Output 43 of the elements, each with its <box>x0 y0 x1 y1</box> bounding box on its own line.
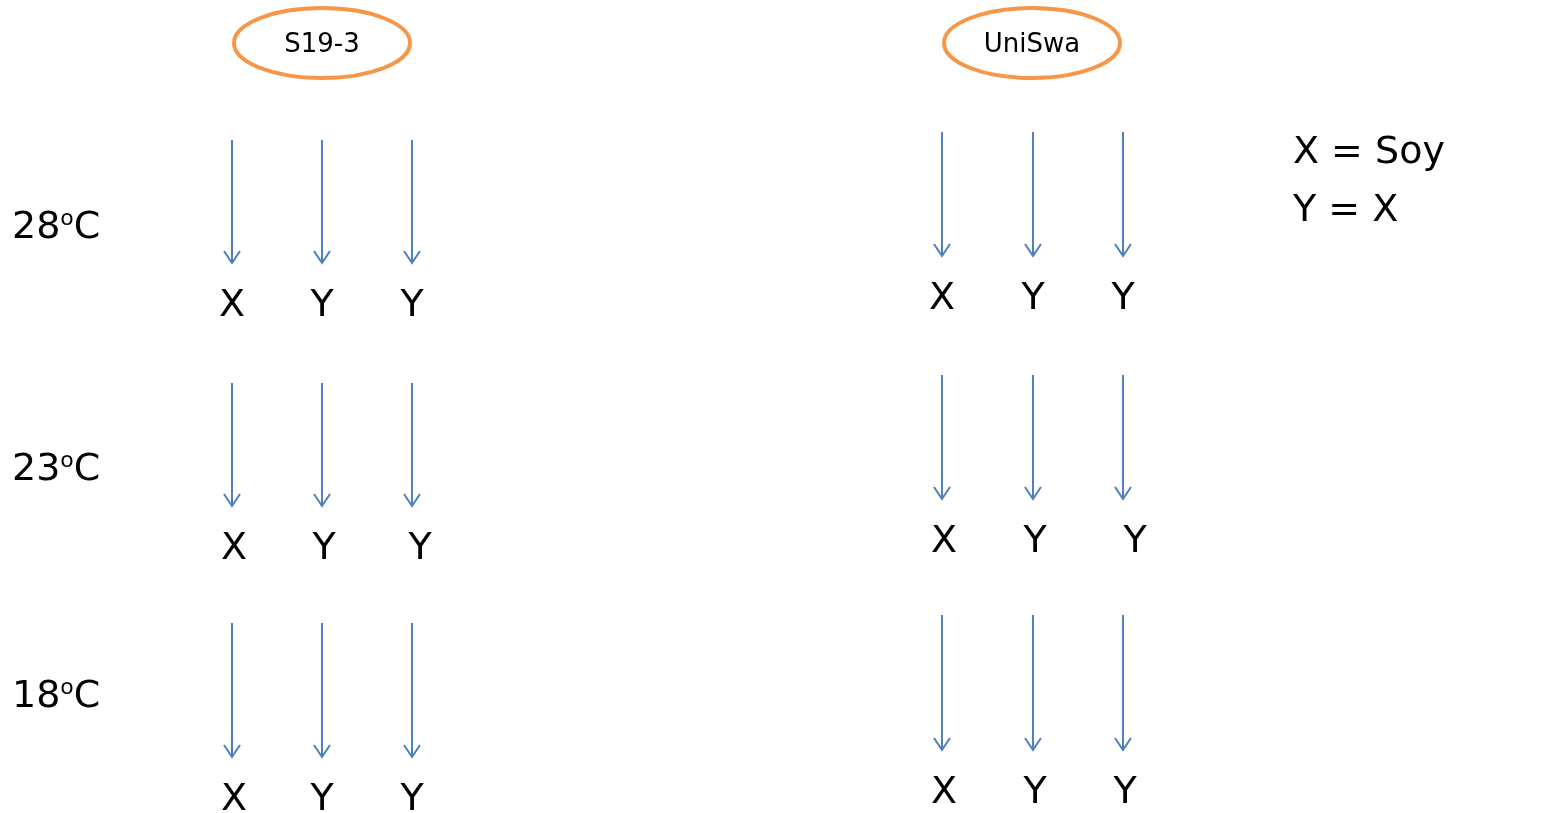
arrow <box>403 382 421 507</box>
cultivar-name: UniSwa <box>983 28 1081 58</box>
arrow <box>933 614 951 751</box>
sample-letter: Y <box>1111 277 1135 315</box>
arrow <box>933 131 951 257</box>
sample-letter: Y <box>400 778 424 813</box>
arrow <box>1114 131 1132 257</box>
arrow <box>1024 131 1042 257</box>
arrow <box>313 139 331 264</box>
arrow <box>223 139 241 264</box>
sample-letter: X <box>930 520 957 558</box>
temperature-label: 18$^{o}$C <box>12 672 101 718</box>
arrow <box>403 139 421 264</box>
arrow <box>933 374 951 500</box>
sample-letter: Y <box>1023 520 1047 558</box>
arrow <box>1024 374 1042 500</box>
sample-letter: Y <box>1021 277 1045 315</box>
sample-letter: Y <box>400 284 424 322</box>
arrow <box>403 622 421 758</box>
key-text: X = Soy <box>1293 128 1445 174</box>
sample-letter: Y <box>408 527 432 565</box>
key-text: Y = X <box>1293 186 1399 232</box>
arrow <box>223 382 241 507</box>
arrow <box>1114 374 1132 500</box>
sample-letter: Y <box>310 284 334 322</box>
arrow <box>223 622 241 758</box>
sample-letter: Y <box>1113 771 1137 809</box>
arrow <box>313 382 331 507</box>
sample-letter: Y <box>1123 520 1147 558</box>
cultivar-name: S19-3 <box>284 28 360 58</box>
arrow <box>1024 614 1042 751</box>
sample-letter: X <box>220 527 247 565</box>
arrow <box>313 622 331 758</box>
sample-letter: Y <box>312 527 336 565</box>
sample-letter: Y <box>310 778 334 813</box>
sample-letter: Y <box>1023 771 1047 809</box>
sample-letter: X <box>220 778 247 813</box>
arrow <box>1114 614 1132 751</box>
temperature-label: 28$^{o}$C <box>12 203 101 249</box>
sample-letter: X <box>928 277 955 315</box>
temperature-label: 23$^{o}$C <box>12 445 101 491</box>
sample-letter: X <box>930 771 957 809</box>
sample-letter: X <box>218 284 245 322</box>
